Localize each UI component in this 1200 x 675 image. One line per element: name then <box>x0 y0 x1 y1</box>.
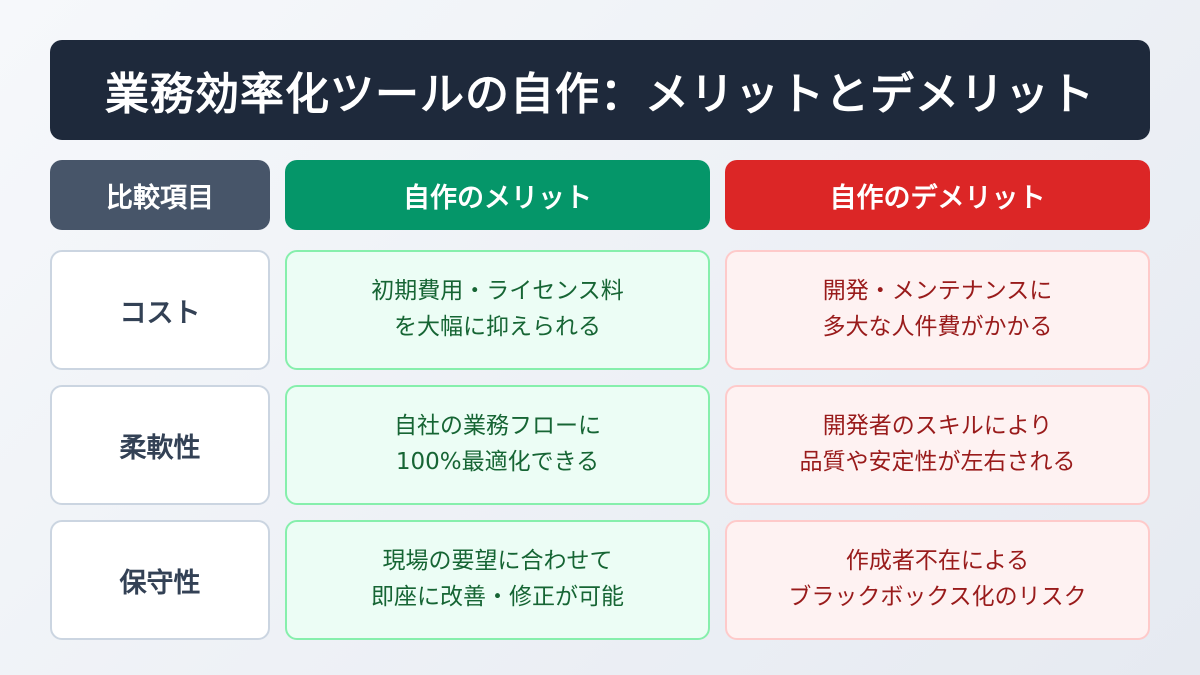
page-title: 業務効率化ツールの自作：メリットとデメリット <box>50 40 1150 140</box>
merit-cell-flexibility: 自社の業務フローに 100%最適化できる <box>285 385 710 505</box>
demerit-line: 開発・メンテナンスに <box>822 278 1053 305</box>
merit-cell-maintainability: 現場の要望に合わせて 即座に改善・修正が可能 <box>285 520 710 640</box>
row-label-cost: コスト <box>50 250 270 370</box>
demerit-cell-flexibility: 開発者のスキルにより 品質や安定性が左右される <box>725 385 1150 505</box>
demerit-line: 品質や安定性が左右される <box>799 449 1076 475</box>
row-label-maintainability: 保守性 <box>50 520 270 640</box>
merit-line: 自社の業務フローに <box>394 413 601 440</box>
demerit-cell-cost: 開発・メンテナンスに 多大な人件費がかかる <box>725 250 1150 370</box>
merit-line: 現場の要望に合わせて <box>382 548 613 575</box>
header-demerit: 自作のデメリット <box>725 160 1150 230</box>
merit-line: を大幅に抑えられる <box>393 314 601 340</box>
merit-cell-cost: 初期費用・ライセンス料 を大幅に抑えられる <box>285 250 710 370</box>
merit-line: 即座に改善・修正が可能 <box>371 584 624 610</box>
row-label-flexibility: 柔軟性 <box>50 385 270 505</box>
demerit-line: ブラックボックス化のリスク <box>788 584 1087 610</box>
merit-line: 初期費用・ライセンス料 <box>371 278 624 305</box>
demerit-line: 開発者のスキルにより <box>822 413 1053 440</box>
demerit-cell-maintainability: 作成者不在による ブラックボックス化のリスク <box>725 520 1150 640</box>
merit-line: 100%最適化できる <box>395 449 600 475</box>
demerit-line: 作成者不在による <box>845 548 1030 575</box>
demerit-line: 多大な人件費がかかる <box>822 314 1053 340</box>
header-merit: 自作のメリット <box>285 160 710 230</box>
header-comparison-item: 比較項目 <box>50 160 270 230</box>
